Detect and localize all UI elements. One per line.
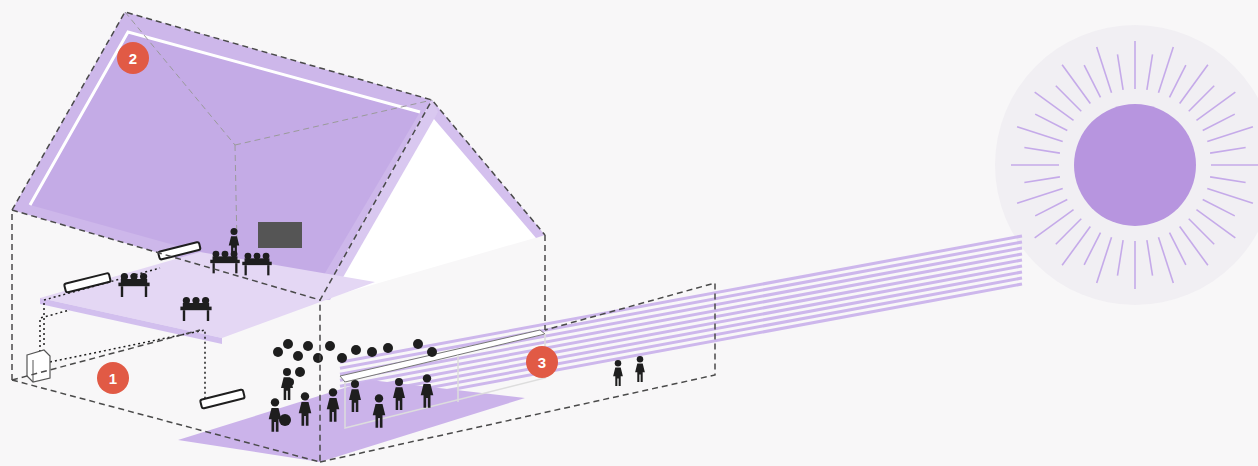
window-bench	[340, 330, 545, 382]
person-silhouette	[613, 360, 623, 386]
table-group	[242, 253, 271, 276]
sun-ray	[1210, 147, 1246, 153]
sun-ray	[1147, 240, 1153, 276]
sun-ray	[1196, 210, 1235, 238]
callout-number: 2	[117, 42, 149, 74]
heating-pipe	[50, 330, 205, 400]
window-frame	[457, 355, 459, 402]
balloons	[273, 339, 437, 426]
sun-rays	[1011, 41, 1258, 289]
sun-ray	[1207, 188, 1253, 203]
table-group	[118, 273, 149, 297]
person-silhouette	[635, 356, 645, 382]
roof-edge	[30, 32, 420, 205]
sun-ray	[1084, 65, 1100, 97]
person-silhouette	[269, 398, 282, 432]
sun-ray	[1211, 164, 1258, 166]
person-silhouette	[299, 392, 312, 426]
sun-ray	[1084, 233, 1100, 265]
light-ray	[340, 260, 1022, 386]
sun-ray	[1189, 86, 1214, 111]
table-group	[180, 297, 211, 321]
sun-ray	[1210, 177, 1246, 183]
sun-ray	[1035, 200, 1067, 216]
sun-ray	[1117, 240, 1123, 276]
sun-ray	[1158, 47, 1173, 93]
radiator	[158, 242, 201, 260]
sun-ray	[1056, 86, 1081, 111]
window-frame	[345, 334, 545, 428]
callout-number: 1	[97, 362, 129, 394]
sun-ray	[1035, 92, 1074, 120]
roof-edge-strip	[428, 100, 545, 238]
heating-pipe	[40, 310, 70, 352]
sun-ray	[1203, 114, 1235, 130]
sun-ray	[1189, 219, 1214, 244]
light-ray	[340, 266, 1022, 392]
sun-ray	[1158, 237, 1173, 283]
house-outline	[12, 12, 715, 462]
person-silhouette	[393, 378, 405, 410]
upper-floor	[40, 252, 375, 338]
sun-ray	[1017, 127, 1063, 142]
sun-ray	[1170, 65, 1186, 97]
sun	[1074, 104, 1196, 226]
sun-ray	[1062, 226, 1090, 265]
sun-glow	[995, 25, 1258, 305]
boiler	[27, 350, 50, 382]
person-silhouette	[327, 388, 340, 422]
radiator	[200, 389, 245, 408]
roof-back-line	[125, 12, 235, 145]
person-silhouette	[373, 394, 386, 428]
sun-ray	[1117, 54, 1123, 90]
light-ray	[340, 272, 1022, 398]
sun-ray	[1170, 233, 1186, 265]
roof-ridge-line	[235, 100, 432, 145]
callout-number: 3	[526, 346, 558, 378]
upper-floor-edge	[40, 298, 222, 344]
sun-ray	[1180, 65, 1208, 104]
sun-ray	[1097, 237, 1112, 283]
sun-ray	[1011, 164, 1059, 166]
light-ray	[340, 254, 1022, 380]
person-silhouette	[349, 380, 361, 412]
sun-ray	[1207, 127, 1253, 142]
roof-edge-strip	[320, 100, 438, 300]
gable-wall	[320, 100, 545, 300]
heating-pipe	[44, 268, 160, 345]
sun-ray	[1134, 241, 1136, 289]
sun-ray	[1024, 177, 1060, 183]
person-silhouette	[421, 374, 434, 408]
sun-ray	[1097, 47, 1112, 93]
sun-ray	[1147, 54, 1153, 90]
sun-ray	[1203, 200, 1235, 216]
sun-ray	[1134, 41, 1136, 89]
person-silhouette	[281, 368, 293, 400]
boiler-edge	[33, 360, 34, 382]
sun-ray	[1024, 147, 1060, 153]
radiator	[64, 273, 111, 293]
sun-ray	[1056, 219, 1081, 244]
sun-ray	[1017, 188, 1063, 203]
ground-floor	[178, 380, 525, 462]
light-ray	[340, 278, 1022, 404]
sun-ray	[1035, 114, 1067, 130]
screen	[258, 222, 302, 248]
